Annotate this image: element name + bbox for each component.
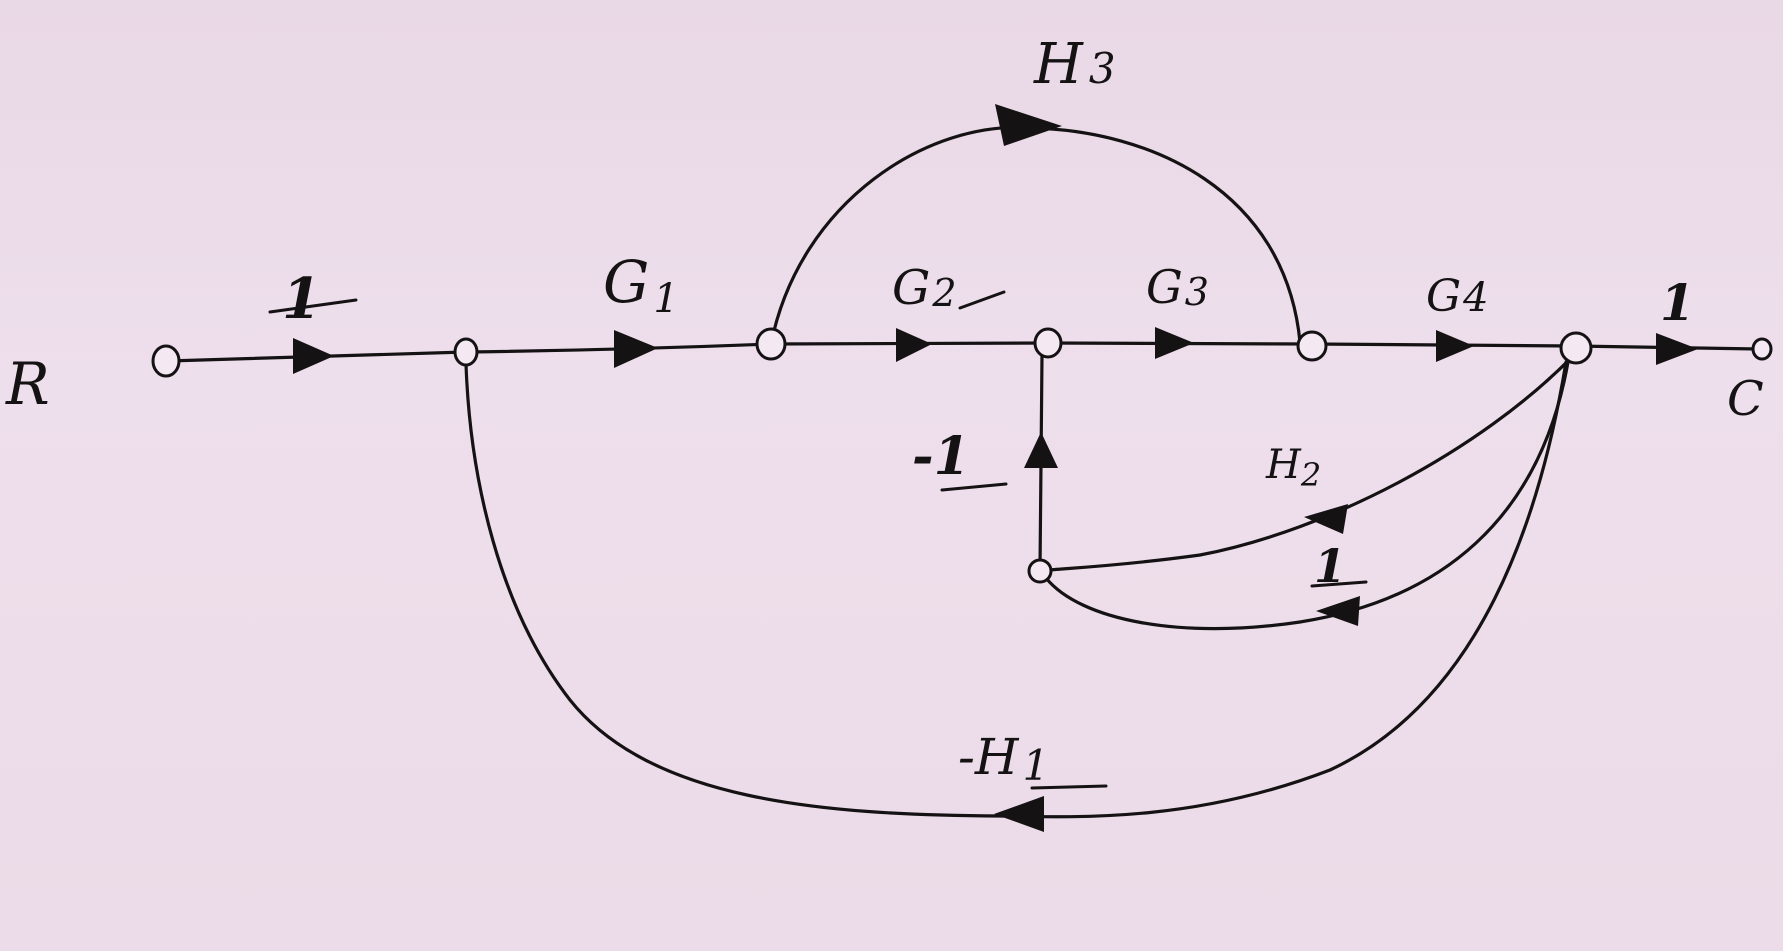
arrow-h2 (1304, 504, 1348, 534)
node-input-r (151, 344, 181, 378)
label-h1: -H1 (958, 728, 1049, 790)
arrow-unity-feedback (1316, 596, 1360, 626)
label-g2: G2 (892, 260, 957, 316)
arrow-g3 (1155, 327, 1194, 359)
arrow-g2 (896, 328, 932, 362)
arrow-h1 (994, 796, 1044, 832)
label-g3: G3 (1146, 260, 1209, 314)
arrow-n5-to-c (1656, 333, 1698, 365)
arrow-h3 (995, 104, 1062, 146)
node-1 (453, 337, 479, 367)
label-h2: H2 (1265, 442, 1321, 494)
arrow-minus-one (1024, 432, 1058, 468)
node-6 (1027, 558, 1053, 584)
arrow-g4 (1436, 330, 1474, 362)
arrow-g1 (614, 330, 658, 368)
label-minus-one: -1 (912, 426, 970, 487)
label-r-to-n1: 1 (282, 266, 321, 332)
underline-g2 (958, 290, 1006, 310)
edge-unity-feedback (1044, 360, 1570, 631)
label-g4: G4 (1426, 271, 1489, 322)
node-2 (755, 327, 787, 361)
underline-h1 (1030, 784, 1108, 790)
label-n5-to-c: 1 (1660, 273, 1695, 332)
underline-minus-one (940, 482, 1008, 492)
node-5 (1559, 331, 1593, 365)
arrow-r-to-n1 (293, 338, 334, 374)
edge-h2 (1047, 356, 1573, 572)
node-3 (1033, 327, 1063, 359)
label-input-r: R (5, 350, 50, 418)
label-output-c: C (1727, 371, 1764, 427)
node-output-c (1751, 337, 1773, 361)
underline-unity-feedback (1310, 580, 1368, 588)
underline-r-to-n1 (268, 298, 358, 314)
node-4 (1296, 330, 1328, 362)
edge-h3 (769, 125, 1302, 346)
